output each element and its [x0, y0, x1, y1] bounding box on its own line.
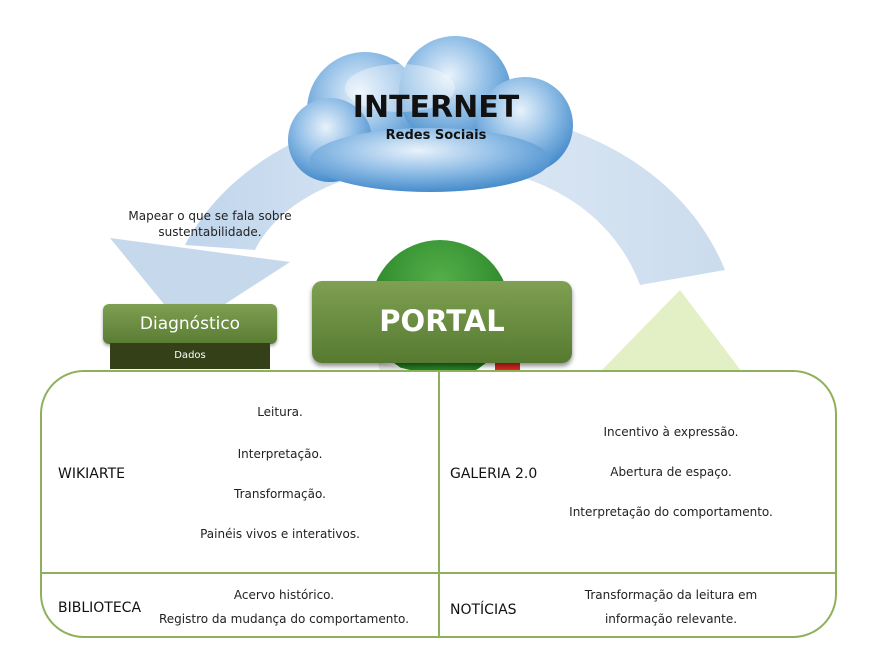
galeria-item: Interpretação do comportamento.	[569, 505, 773, 519]
portal-box: PORTAL ZOARTE	[312, 281, 572, 418]
cloud-icon	[288, 36, 573, 192]
biblioteca-item: Registro da mudança do comportamento.	[158, 612, 410, 626]
wikiarte-item: Interpretação.	[237, 447, 323, 461]
map-note-line1: Mapear o que se fala sobre	[128, 209, 292, 223]
biblioteca-item: Acervo histórico.	[233, 588, 335, 602]
arrow-head-left	[110, 238, 290, 330]
wikiarte-item: Transformação.	[234, 487, 326, 501]
diagnostico-sub: Dados	[110, 343, 270, 369]
biblioteca-label: BIBLIOTECA	[58, 600, 142, 616]
internet-subtitle: Redes Sociais	[385, 128, 487, 143]
noticias-item: informação relevante.	[604, 612, 738, 626]
galeria-item: Incentivo à expressão.	[603, 425, 739, 439]
wikiarte-label: WIKIARTE	[58, 466, 125, 482]
arrow-head-right	[600, 290, 742, 372]
map-note: Mapear o que se fala sobre sustentabilid…	[110, 208, 310, 240]
galeria-item: Abertura de espaço.	[610, 465, 732, 479]
noticias-label: NOTÍCIAS	[450, 602, 517, 618]
galeria-label: GALERIA 2.0	[450, 466, 538, 482]
noticias-item: Transformação da leitura em	[584, 588, 758, 602]
panel-divider-horizontal	[41, 572, 836, 574]
wikiarte-item: Leitura.	[257, 405, 303, 419]
panel-divider-vertical	[438, 371, 440, 638]
diagnostico-box: Diagnóstico	[103, 304, 277, 344]
internet-title: INTERNET	[352, 90, 520, 125]
wikiarte-item: Painéis vivos e interativos.	[200, 527, 360, 541]
map-note-line2: sustentabilidade.	[158, 225, 262, 239]
